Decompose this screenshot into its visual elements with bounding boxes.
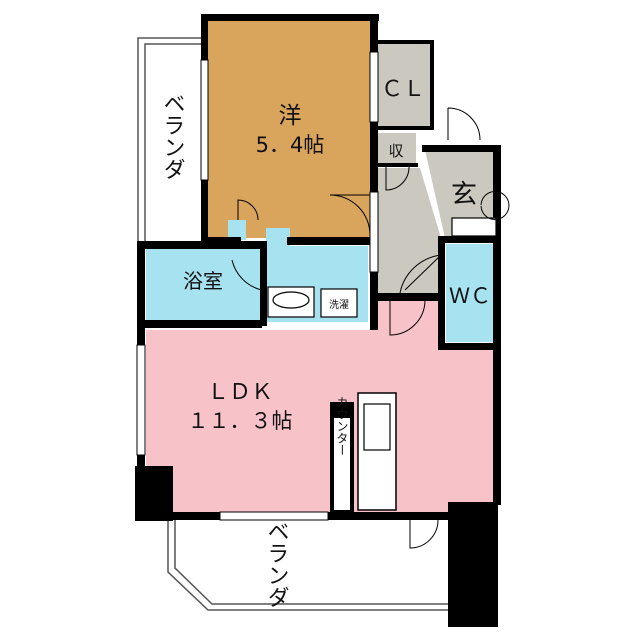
entrance-label: 玄 — [451, 180, 477, 210]
balcony-lower-label: ベランダ — [264, 520, 289, 608]
ldk-name: ＬＤＫ — [207, 380, 273, 405]
entrance — [425, 150, 495, 238]
western-room-name: 洋 — [279, 103, 302, 129]
balcony-lower — [167, 518, 455, 611]
closet — [376, 40, 432, 128]
western-room — [207, 20, 371, 238]
western-room-size: 5．4帖 — [256, 133, 325, 157]
doors — [231, 107, 510, 549]
storage — [376, 133, 416, 167]
balcony-upper — [137, 37, 207, 243]
storage-label: 収 — [388, 142, 403, 160]
kitchen-sink — [363, 403, 391, 451]
bath-label: 浴室 — [183, 269, 223, 293]
ldk-size: １１．３帖 — [188, 409, 293, 433]
balcony-upper-label: ベランダ — [160, 92, 185, 180]
counter — [334, 418, 350, 510]
washer-space — [320, 288, 358, 318]
bath — [146, 248, 261, 320]
windows — [136, 51, 379, 521]
closet-label: ＣＬ — [381, 77, 425, 102]
wc-label: ＷＣ — [449, 284, 491, 308]
wc — [446, 244, 494, 342]
toilet — [451, 217, 497, 237]
hallway — [376, 168, 441, 300]
washbasin-bowl — [272, 291, 310, 309]
counter-label: カウンター — [335, 396, 349, 456]
washer-label: 洗濯 — [329, 299, 349, 311]
ldk — [146, 300, 495, 514]
